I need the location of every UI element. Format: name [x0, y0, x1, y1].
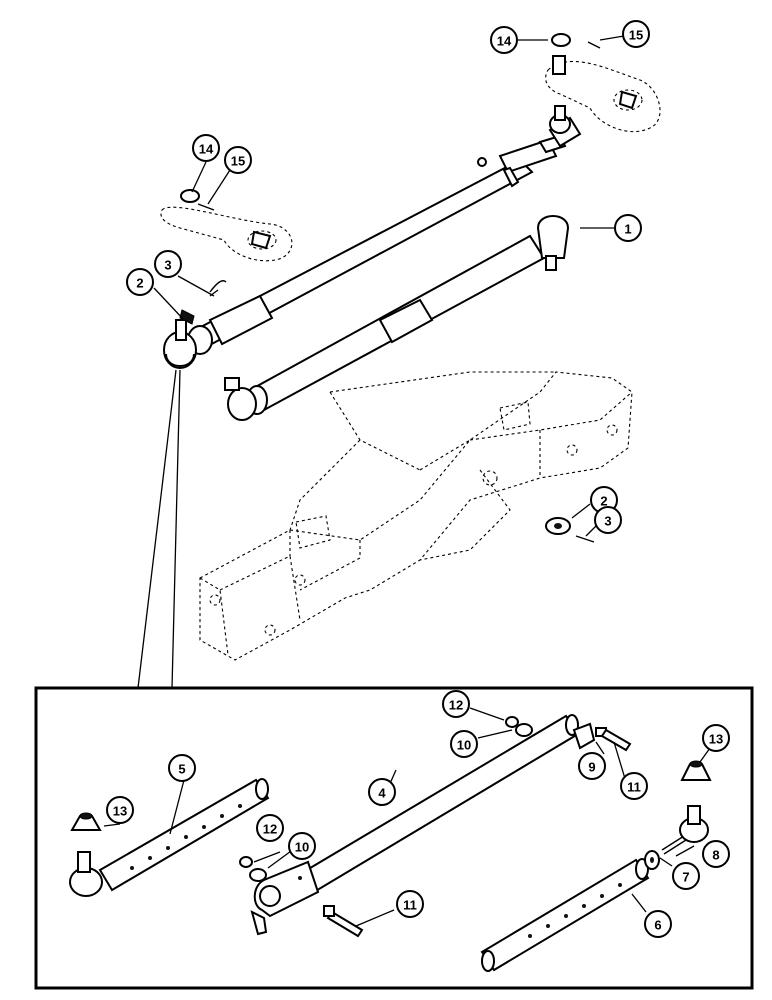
callout-label: 3	[164, 258, 171, 273]
callout-label: 14	[199, 142, 214, 157]
callout-10-lower: 10	[288, 832, 316, 860]
callout-label: 2	[136, 276, 143, 291]
nut-pin-upper-right	[551, 33, 601, 49]
tie-rod-assembly-lower	[224, 215, 570, 421]
callout-13-right: 13	[702, 724, 730, 752]
part-12-10-lower	[239, 856, 267, 882]
callout-label: 6	[654, 918, 661, 933]
part-5-tube	[69, 778, 270, 897]
callout-3: 3	[154, 250, 182, 278]
callout-3-axle: 3	[594, 506, 622, 534]
callout-label: 3	[604, 514, 611, 529]
callout-6: 6	[644, 910, 672, 938]
callout-7: 7	[672, 862, 700, 890]
callout-label: 2	[600, 494, 607, 509]
callout-label: 13	[113, 804, 127, 819]
callout-label: 15	[629, 28, 643, 43]
part-13-boot-left	[70, 812, 102, 831]
callout-label: 13	[709, 732, 723, 747]
callout-5: 5	[168, 754, 196, 782]
front-axle-outline	[199, 371, 633, 661]
part-4-tube	[250, 714, 580, 936]
callout-14-right: 14	[490, 26, 518, 54]
part-9-clamp	[572, 722, 596, 750]
part-7-nut	[644, 850, 660, 870]
callout-label: 9	[588, 760, 595, 775]
callout-4: 4	[368, 778, 396, 806]
callout-label: 10	[295, 840, 309, 855]
callout-1: 1	[614, 214, 642, 242]
callout-11-upper: 11	[620, 772, 648, 800]
callout-8: 8	[702, 840, 730, 868]
callout-15-right: 15	[622, 20, 650, 48]
tie-rod-assembly-upper	[187, 105, 582, 355]
callout-2: 2	[126, 268, 154, 296]
callout-label: 4	[378, 786, 386, 801]
callout-label: 1	[624, 222, 631, 237]
part-11-bolt-lower	[323, 905, 364, 938]
callout-15-left: 15	[224, 146, 252, 174]
callout-label: 11	[403, 898, 417, 913]
inset-leader-lines	[137, 369, 181, 689]
callout-label: 5	[178, 762, 185, 777]
tie-rod-end-left-upper	[163, 289, 219, 369]
callout-11-lower: 11	[396, 890, 424, 918]
callout-14-left: 14	[192, 134, 220, 162]
callout-label: 10	[457, 738, 471, 753]
part-13-boot-right	[680, 760, 712, 781]
callout-13-left: 13	[106, 796, 134, 824]
callout-label: 12	[449, 698, 463, 713]
callout-label: 8	[712, 848, 719, 863]
part-12-10-upper	[505, 716, 533, 737]
nut-pin-upper-left	[180, 189, 227, 293]
callout-12-upper: 12	[442, 690, 470, 718]
callout-label: 7	[682, 870, 689, 885]
castle-nut-loose	[545, 517, 571, 535]
callout-12-lower: 12	[256, 814, 284, 842]
callout-10-upper: 10	[450, 730, 478, 758]
steering-arm-right	[545, 55, 661, 133]
detail-inset-frame	[34, 686, 754, 990]
callout-label: 11	[627, 780, 641, 795]
cotter-pin-loose	[575, 535, 595, 543]
callout-label: 12	[263, 822, 277, 837]
part-6-tube	[480, 858, 650, 972]
callout-label: 14	[497, 34, 512, 49]
steering-arm-left	[160, 206, 293, 262]
callout-label: 15	[231, 154, 245, 169]
part-11-bolt-upper	[595, 727, 632, 752]
callout-leaders	[103, 35, 711, 927]
part-8-tie-rod-end	[661, 805, 709, 855]
callout-9: 9	[578, 752, 606, 780]
